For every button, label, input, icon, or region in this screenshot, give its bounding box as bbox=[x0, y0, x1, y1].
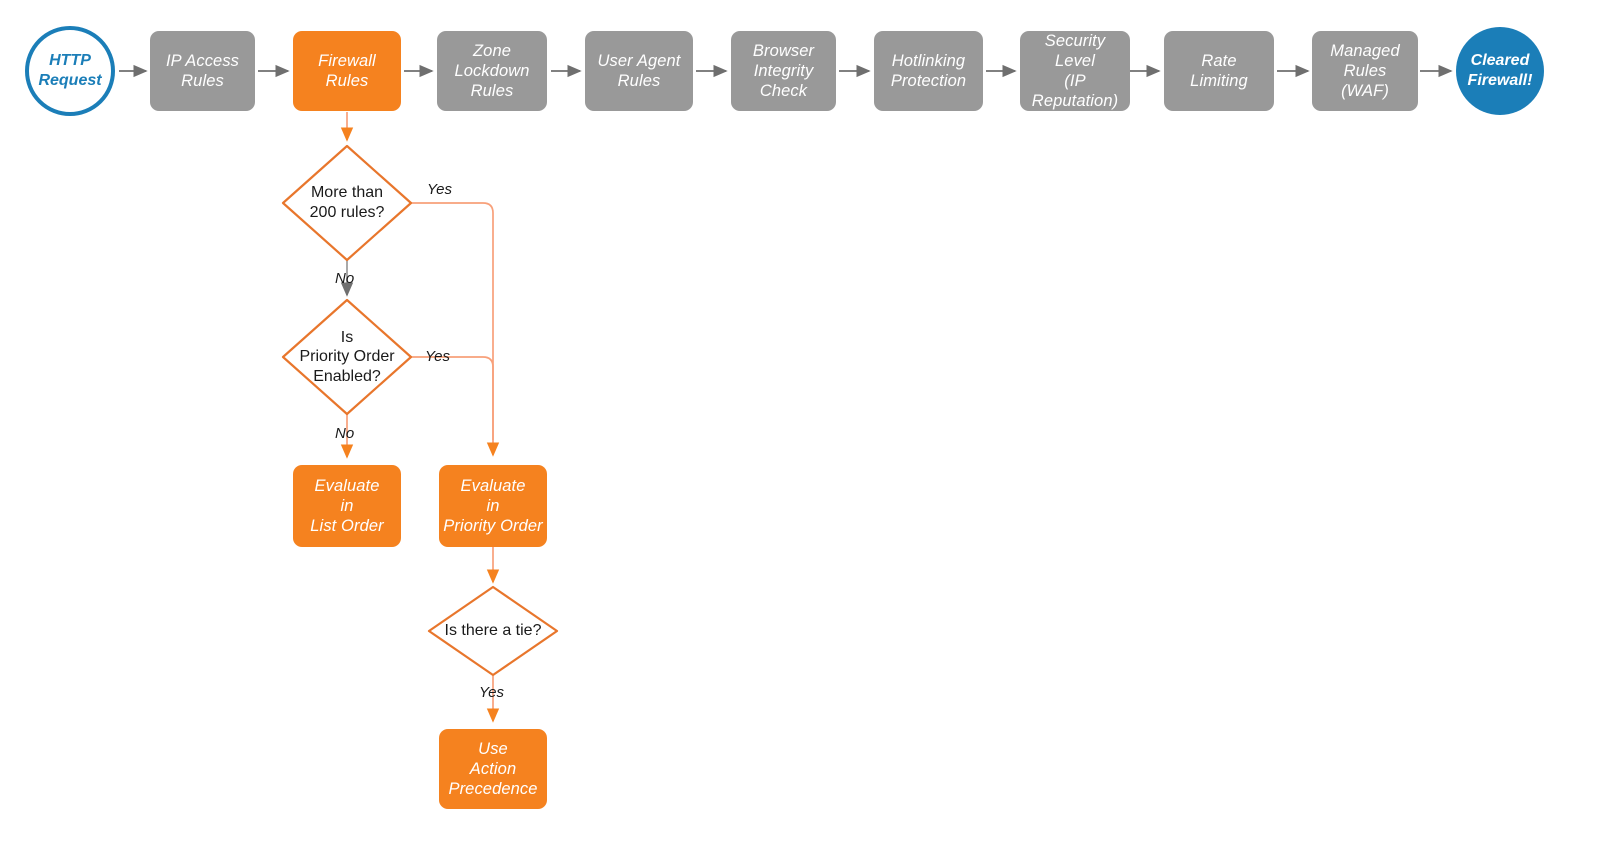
edge-label-more-than-200-yes: Yes bbox=[427, 181, 453, 198]
node-ip-access-rules[interactable]: IP Access Rules bbox=[150, 31, 255, 111]
diamond-label-more-than-200: More than 200 rules? bbox=[309, 184, 385, 221]
node-rate-limiting[interactable]: Rate Limiting bbox=[1164, 31, 1274, 111]
edge-more-than-200-yes bbox=[411, 202, 500, 457]
edge-label-tie-yes: Yes bbox=[479, 684, 505, 701]
diamond-is-there-a-tie[interactable] bbox=[427, 585, 559, 677]
node-hotlinking-protection[interactable]: Hotlinking Protection bbox=[874, 31, 983, 111]
edge-label-priority-order-yes: Yes bbox=[425, 348, 451, 365]
node-http-request[interactable]: HTTP Request bbox=[25, 26, 115, 116]
node-use-action-precedence[interactable]: Use Action Precedence bbox=[439, 729, 547, 809]
node-evaluate-in-list-order[interactable]: Evaluate in List Order bbox=[293, 465, 401, 547]
diamond-more-than-200[interactable] bbox=[281, 144, 413, 262]
node-browser-integrity-check[interactable]: Browser Integrity Check bbox=[731, 31, 836, 111]
edge-priority-order-yes bbox=[411, 356, 494, 440]
node-cleared-firewall[interactable]: Cleared Firewall! bbox=[1456, 27, 1544, 115]
node-security-level-ip-reputation[interactable]: Security Level (IP Reputation) bbox=[1020, 31, 1130, 111]
diamond-label-is-there-a-tie: Is there a tie? bbox=[444, 622, 542, 640]
node-firewall-rules[interactable]: Firewall Rules bbox=[293, 31, 401, 111]
edge-label-priority-order-no: No bbox=[335, 425, 355, 442]
diamond-label-priority-order-enabled: Is Priority Order Enabled? bbox=[299, 328, 395, 385]
node-zone-lockdown-rules[interactable]: Zone Lockdown Rules bbox=[437, 31, 547, 111]
edge-label-more-than-200-no: No bbox=[335, 270, 355, 287]
node-user-agent-rules[interactable]: User Agent Rules bbox=[585, 31, 693, 111]
node-managed-rules-waf[interactable]: Managed Rules (WAF) bbox=[1312, 31, 1418, 111]
node-evaluate-in-priority-order[interactable]: Evaluate in Priority Order bbox=[439, 465, 547, 547]
diamond-priority-order-enabled[interactable] bbox=[281, 298, 413, 416]
